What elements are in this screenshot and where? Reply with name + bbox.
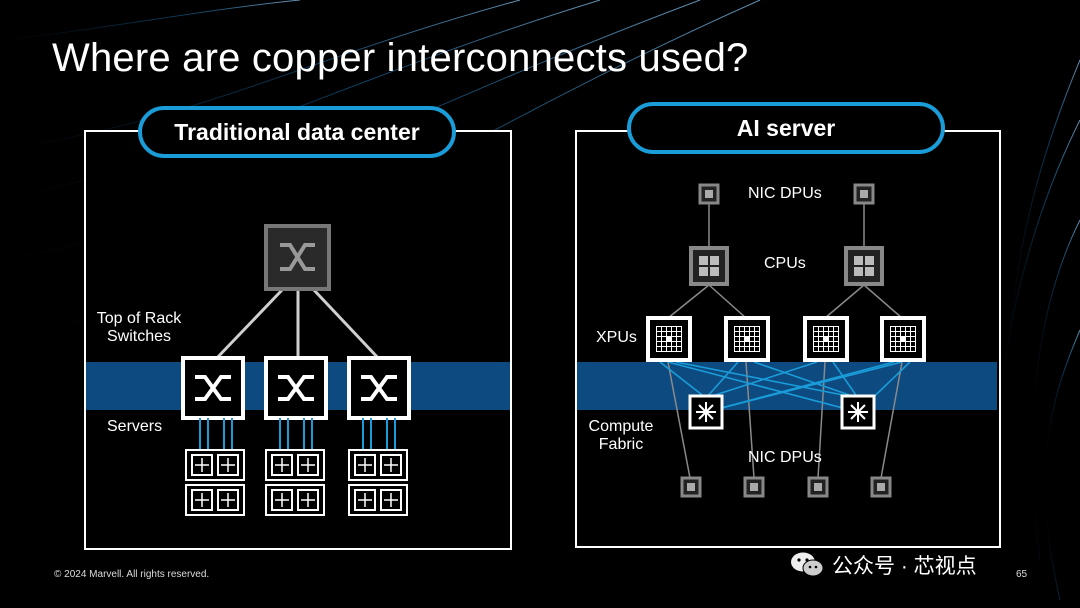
server-icon <box>348 484 408 516</box>
watermark-text: 公众号 · 芯视点 <box>832 555 977 578</box>
traditional-data-center-heading: Traditional data center <box>138 106 456 158</box>
cpu-icon <box>844 246 884 286</box>
fabric-switch-icon <box>840 394 876 430</box>
page-number: 65 <box>1016 569 1028 580</box>
compute-fabric-links <box>659 361 911 413</box>
cpu-xpu-link <box>824 284 865 319</box>
server-icon <box>185 484 245 516</box>
servers-label: Servers <box>107 418 163 435</box>
cpu-xpu-link <box>667 284 710 319</box>
copper-band-right <box>577 362 997 410</box>
cpu-icon <box>689 246 729 286</box>
server-icon <box>265 449 325 481</box>
tor-switch-icon <box>264 356 328 420</box>
compute-fabric-line2: Fabric <box>598 436 644 453</box>
nic-dpu-icon <box>853 183 875 205</box>
copyright-footer: © 2024 Marvell. All rights reserved. <box>54 569 210 580</box>
cpus-label: CPUs <box>764 255 806 272</box>
tor-switch-icon <box>181 356 245 420</box>
server-icon <box>348 449 408 481</box>
nic-dpu-icon <box>870 476 892 498</box>
ai-server-heading: AI server <box>627 102 945 154</box>
top-of-rack-label: Top of Rack Switches <box>94 310 184 346</box>
xpu-nic-link <box>745 361 755 479</box>
wechat-icon <box>791 552 824 577</box>
cpu-xpu-link <box>708 284 747 319</box>
nic-dpu-icon <box>807 476 829 498</box>
xpus-label: XPUs <box>596 329 637 346</box>
xpu-icon <box>803 316 849 362</box>
xpu-nic-link <box>667 361 691 479</box>
nic-dpus-top-label: NIC DPUs <box>748 185 822 202</box>
core-switch-icon <box>264 224 331 291</box>
fabric-switch-icon <box>688 394 724 430</box>
xpu-icon <box>880 316 926 362</box>
compute-fabric-label: Compute Fabric <box>586 418 656 454</box>
compute-fabric-line1: Compute <box>588 418 654 435</box>
top-of-rack-line1: Top of Rack <box>96 310 182 327</box>
top-of-rack-line2: Switches <box>106 328 172 345</box>
nic-dpus-bottom-label: NIC DPUs <box>748 449 822 466</box>
nic-dpu-icon <box>680 476 702 498</box>
uplink-line <box>311 287 382 362</box>
nic-dpu-icon <box>743 476 765 498</box>
nic-dpu-icon <box>698 183 720 205</box>
uplink-line <box>213 287 285 362</box>
xpu-nic-link <box>880 361 903 479</box>
watermark: 公众号 · 芯视点 <box>790 550 977 580</box>
server-icon <box>185 449 245 481</box>
xpu-icon <box>724 316 770 362</box>
tor-switch-icon <box>347 356 411 420</box>
cpu-xpu-link <box>863 284 903 319</box>
xpu-icon <box>646 316 692 362</box>
page-title: Where are copper interconnects used? <box>52 36 749 80</box>
server-icon <box>265 484 325 516</box>
